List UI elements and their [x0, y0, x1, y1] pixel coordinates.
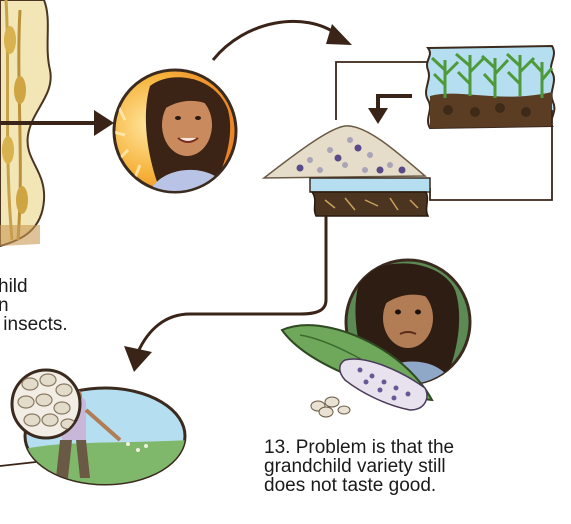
- crop-field-icon: [426, 46, 554, 128]
- sun-face-icon: [105, 70, 236, 192]
- caption-12-line-2: n: [0, 296, 68, 315]
- arrow-head-into-seeds: [368, 108, 388, 124]
- arrow-head-to-farmer: [124, 346, 152, 372]
- arrow-sun-to-field: [213, 21, 338, 60]
- caption-12-line-3: insects.: [0, 315, 68, 334]
- connector-field-bottom: [430, 188, 520, 200]
- caption-step-13: 13. Problem is that the grandchild varie…: [264, 438, 454, 495]
- arrow-head-wheat-to-sun: [94, 110, 114, 136]
- caption-step-12: hild n insects.: [0, 277, 68, 334]
- grain-closeup-icon: [12, 370, 80, 438]
- soil-layer-icon: [312, 192, 428, 216]
- connector-bottom-left: [0, 462, 36, 466]
- caption-13-line-3: does not taste good.: [264, 476, 454, 495]
- caption-13-line-2: grandchild variety still: [264, 457, 454, 476]
- caption-13-line-1: 13. Problem is that the: [264, 438, 454, 457]
- caption-12-line-1: hild: [0, 277, 68, 296]
- arrow-head-sun-to-field: [326, 24, 352, 45]
- seed-pile-icon: [264, 126, 430, 192]
